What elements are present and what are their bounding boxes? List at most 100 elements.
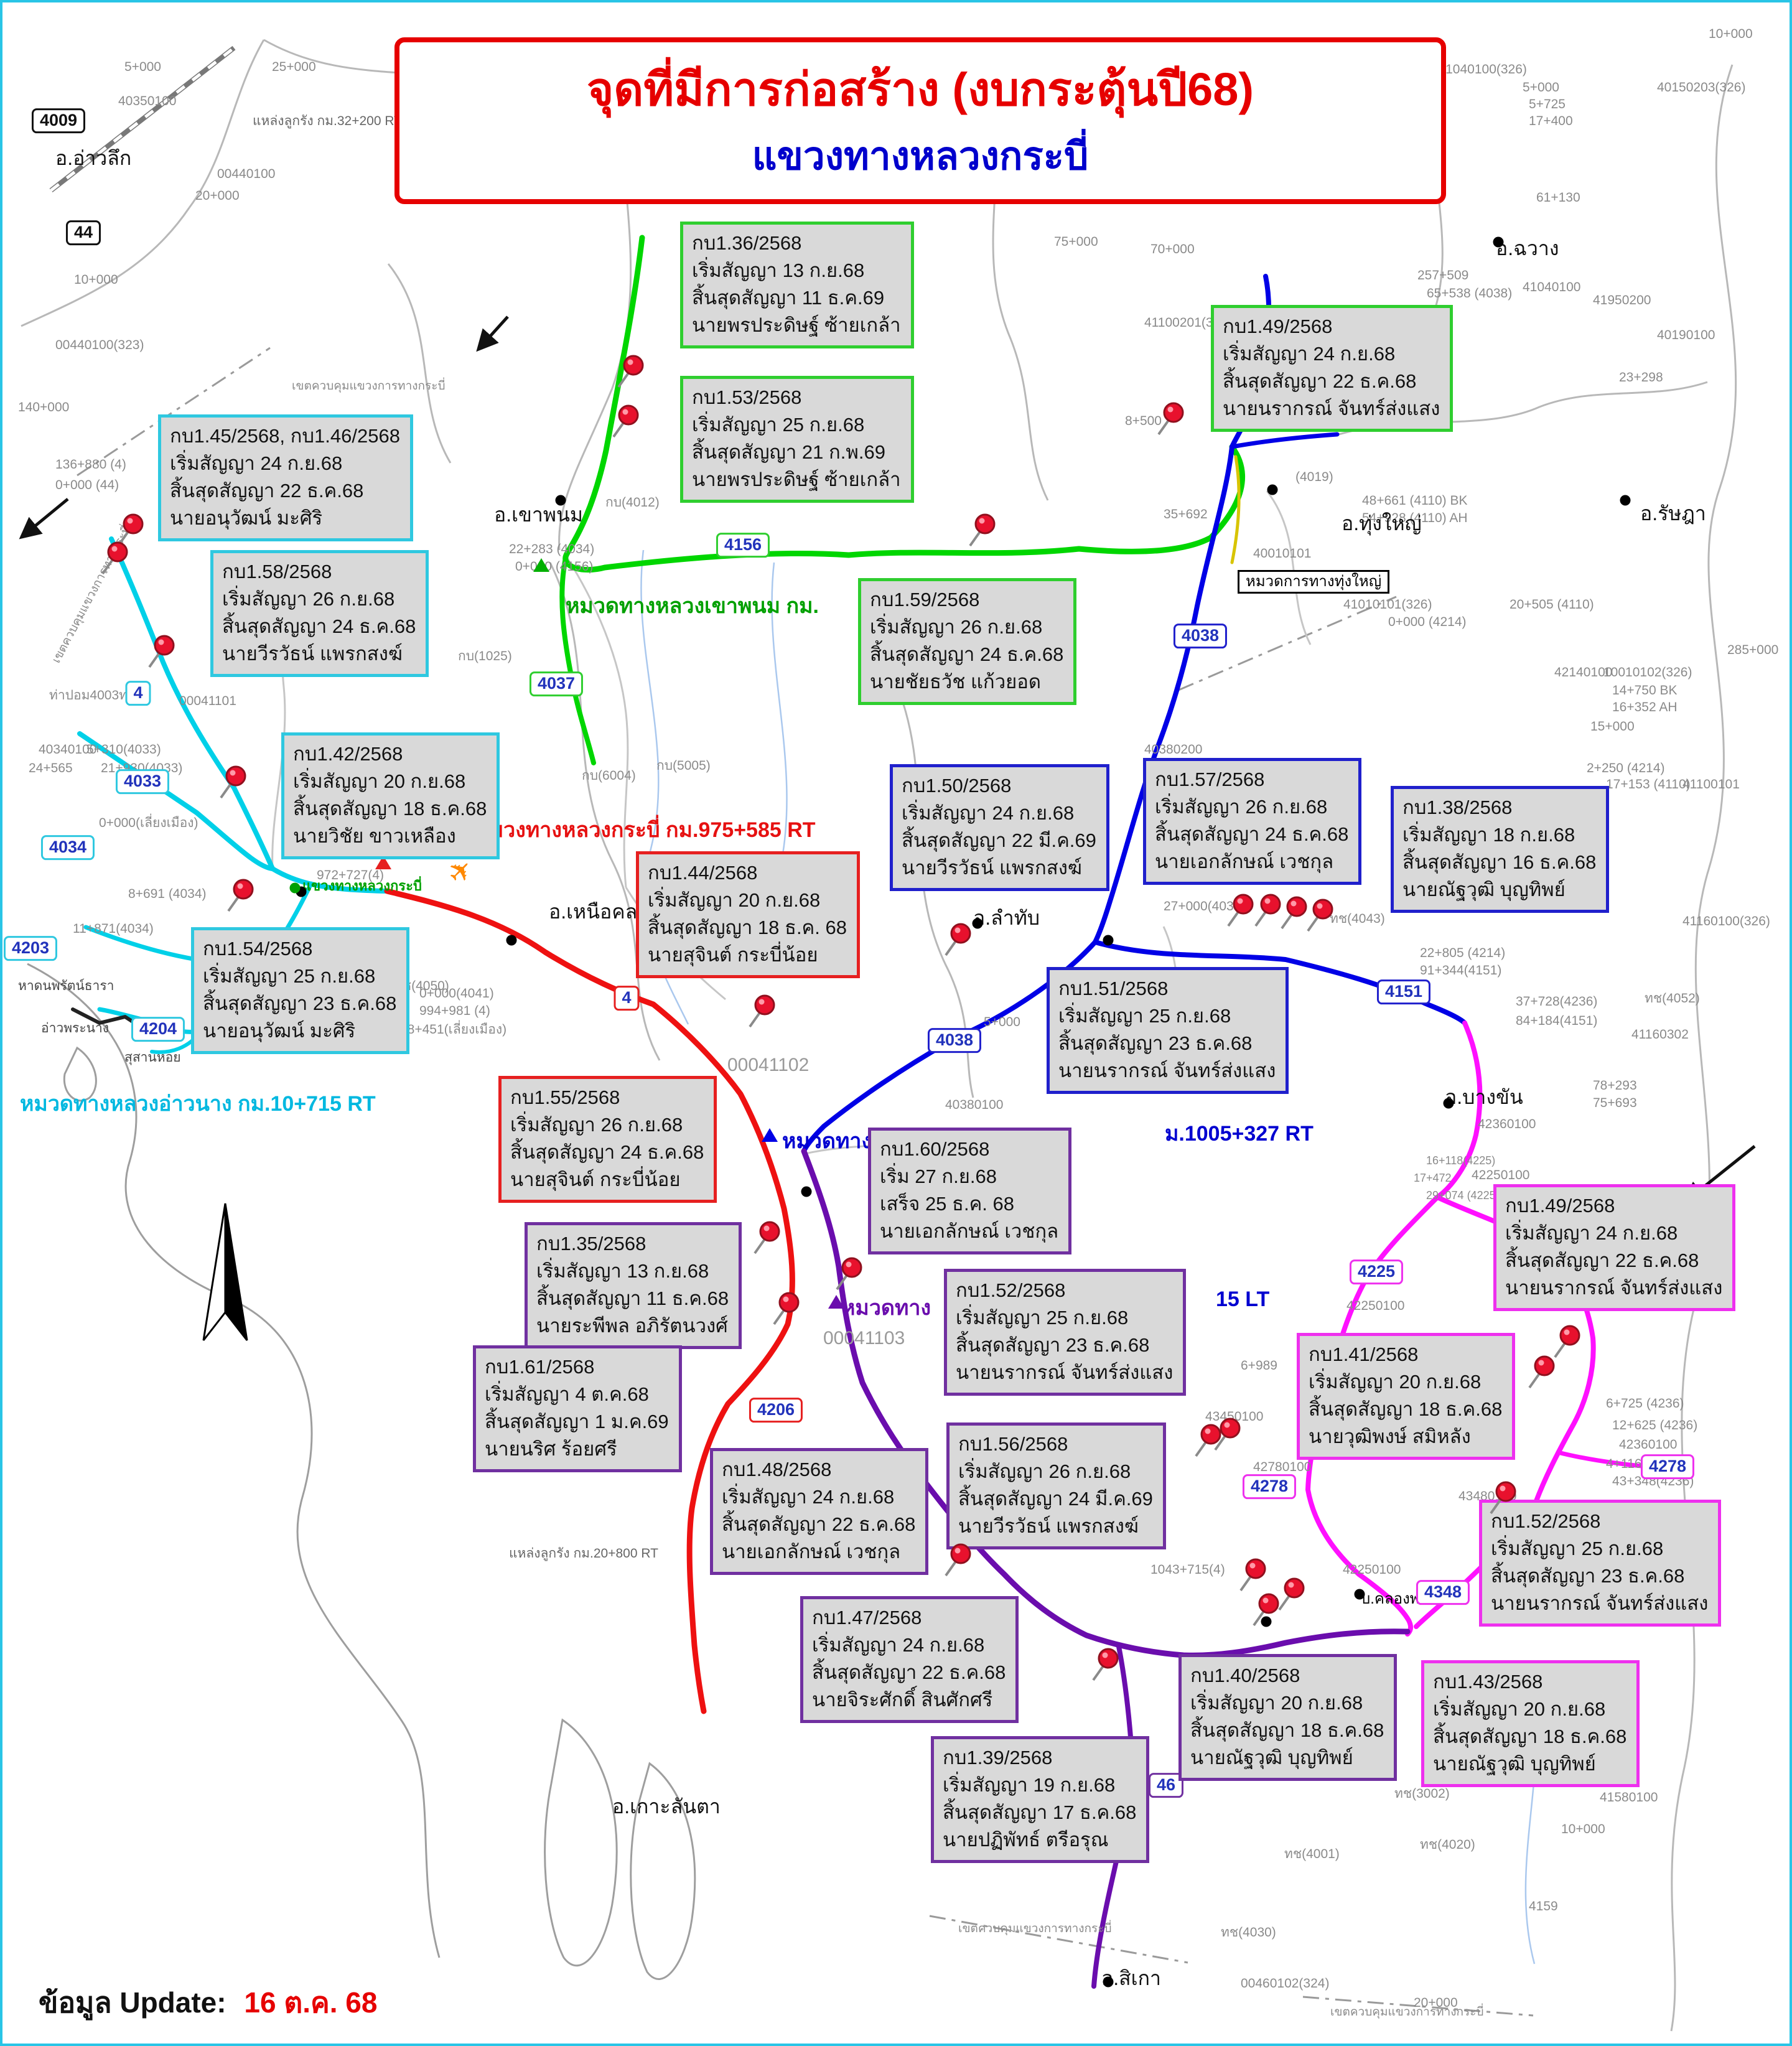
pushpin-icon [1300,895,1341,936]
contract-start-date: เริ่มสัญญา 24 ก.ย.68 [1505,1222,1678,1245]
district-label: อ.บางขัน [1445,1086,1523,1108]
railway [49,45,236,193]
contract-end-date: สิ้นสุดสัญญา 22 ธ.ค.68 [1505,1250,1699,1272]
route-magenta-4225 [1305,1021,1483,1637]
map-note: 15+000 [1590,719,1635,734]
route-badge: 4033 [115,769,170,794]
district-label: อ.ทุ่งใหญ่ [1342,512,1422,535]
contract-end-date: สิ้นสุดสัญญา 18 ธ.ค.68 [1190,1719,1384,1742]
district-label: อ.เกาะลันตา [612,1795,721,1818]
route-badge: 4034 [40,835,95,860]
map-note: 40010101 [1253,546,1312,561]
pushpin-icon [95,538,136,579]
contract-end-date: สิ้นสุดสัญญา 24 ธ.ค.68 [870,643,1064,666]
route-badge: 4278 [1640,1454,1695,1479]
contract-end-date: สิ้นสุดสัญญา 22 ธ.ค.68 [170,480,364,502]
contract-supervisor: นายปฏิพัทธ์ ตรีอรุณ [943,1829,1109,1851]
contract-id: กบ1.54/2568 [203,938,313,960]
contract-id: กบ1.52/2568 [956,1279,1066,1301]
contract-start-date: เริ่มสัญญา 20 ก.ย.68 [1433,1698,1606,1721]
map-note: เขตควบคุมแขวงการทางกระบี่ [1330,2006,1484,2019]
map-note: 11040100(326) [1439,62,1527,77]
contract-id: กบ1.50/2568 [902,775,1012,796]
contract-id: กบ1.57/2568 [1155,768,1265,790]
map-note: 41160100(326) [1682,914,1770,928]
contract-id: กบ1.35/2568 [536,1233,646,1254]
update-date: 16 ต.ค. 68 [244,1986,378,2019]
contract-start-date: เริ่มสัญญา 24 ก.ย.68 [812,1634,985,1656]
contract-end-date: สิ้นสุดสัญญา 22 ธ.ค.68 [722,1513,916,1536]
pushpin-icon [1274,892,1315,933]
map-note: ทช(4030) [1221,1925,1276,1940]
map-note: 48+661 (4110) BK [1362,493,1468,508]
page-title: จุดที่มีการก่อสร้าง (งบกระตุ้นปี68) [586,63,1254,115]
contract-start-date: เริ่มสัญญา 18 ก.ย.68 [1402,824,1575,846]
contract-id: กบ1.39/2568 [943,1747,1053,1768]
contract-end-date: สิ้นสุดสัญญา 18 ธ.ค.68 [1433,1726,1627,1748]
contract-supervisor: นายอนุวัฒน์ มะศิริ [170,507,323,530]
pushpin-icon [220,875,261,916]
route-badge: 4348 [1416,1580,1470,1605]
map-note: เขตควบคุมแขวงการทางกระบี่ [292,380,446,393]
poi-triangle-icon [762,1128,778,1142]
map-note: 0+000 (44) [55,478,119,492]
contract-supervisor: นายเอกลักษณ์ เวชกุล [880,1220,1059,1243]
contract-end-date: สิ้นสุดสัญญา 22 ธ.ค.68 [812,1661,1006,1684]
route-yellow [1230,455,1241,564]
contract-end-date: สิ้นสุดสัญญา 17 ธ.ค.68 [943,1801,1137,1824]
north-arrow-icon [188,1197,263,1356]
map-note: 10+000 [74,273,118,287]
contract-start-date: เริ่มสัญญา 20 ก.ย.68 [648,889,821,912]
town-dot [1443,1098,1454,1109]
map-note: 17+153 (4110) [1606,777,1691,792]
contract-id: กบ1.49/2568 [1505,1195,1615,1217]
contract-id: กบ1.60/2568 [880,1138,990,1160]
map-note: 16+118(4225) [1426,1154,1496,1167]
pushpin-icon [1150,398,1192,439]
contract-supervisor: นายณัฐวุฒิ บุญทิพย์ [1190,1747,1353,1769]
pushpin-icon [1271,1574,1312,1615]
route-badge: 4206 [749,1398,803,1422]
control-zone-lines [77,347,1534,2017]
contract-id: กบ1.40/2568 [1190,1665,1300,1686]
map-note: 0+000(4041) [419,986,494,1001]
map-note: 78+293 [1593,1078,1637,1093]
town-dot [1103,1976,1114,1988]
map-note: 16+352 AH [1612,700,1678,714]
map-note: 20+505 (4110) [1510,597,1594,612]
map-note: 84+184(4151) [1516,1014,1598,1028]
contract-start-date: เริ่มสัญญา 26 ก.ย.68 [870,616,1043,638]
map-note: 40380200 [1144,742,1203,757]
contract-end-date: สิ้นสุดสัญญา 23 ธ.ค.68 [1491,1565,1685,1587]
unit-label: ม.1005+327 RT [1165,1122,1314,1146]
map-note: กบ(4012) [605,495,660,510]
map-note: 17+472 [1414,1172,1452,1184]
contract-supervisor: นายวิชัย ขาวเหลือง [293,825,456,848]
map-note: 40190100 [1657,328,1715,342]
map-note: 285+000 [1727,643,1779,657]
contract-supervisor: นายพรประดิษฐ์ ซ้ายเกล้า [692,469,901,491]
town-dot [1493,236,1504,248]
map-note: ท่าปอม4003ทช [49,688,137,703]
map-note: 6+725 (4236) [1606,1396,1684,1411]
map-note: 20+000 [1414,1996,1458,2010]
map-note: 6+989 [1241,1358,1277,1373]
map-note: 41950200 [1593,293,1651,307]
map-note: 54+928 (4110) AH [1362,511,1468,525]
contract-supervisor: นายนรากรณ์ จันทร์ส่งแสง [1058,1060,1276,1082]
map-note: 42140100 [1554,665,1613,680]
map-note: (4019) [1295,470,1333,484]
route-blue-4038 [801,444,1234,1154]
map-note: 00440100 [217,167,276,181]
contract-id: กบ1.41/2568 [1309,1343,1419,1365]
pushpin-icon [1547,1321,1588,1362]
map-note: 00041103 [823,1328,905,1348]
town-dot [972,918,983,929]
